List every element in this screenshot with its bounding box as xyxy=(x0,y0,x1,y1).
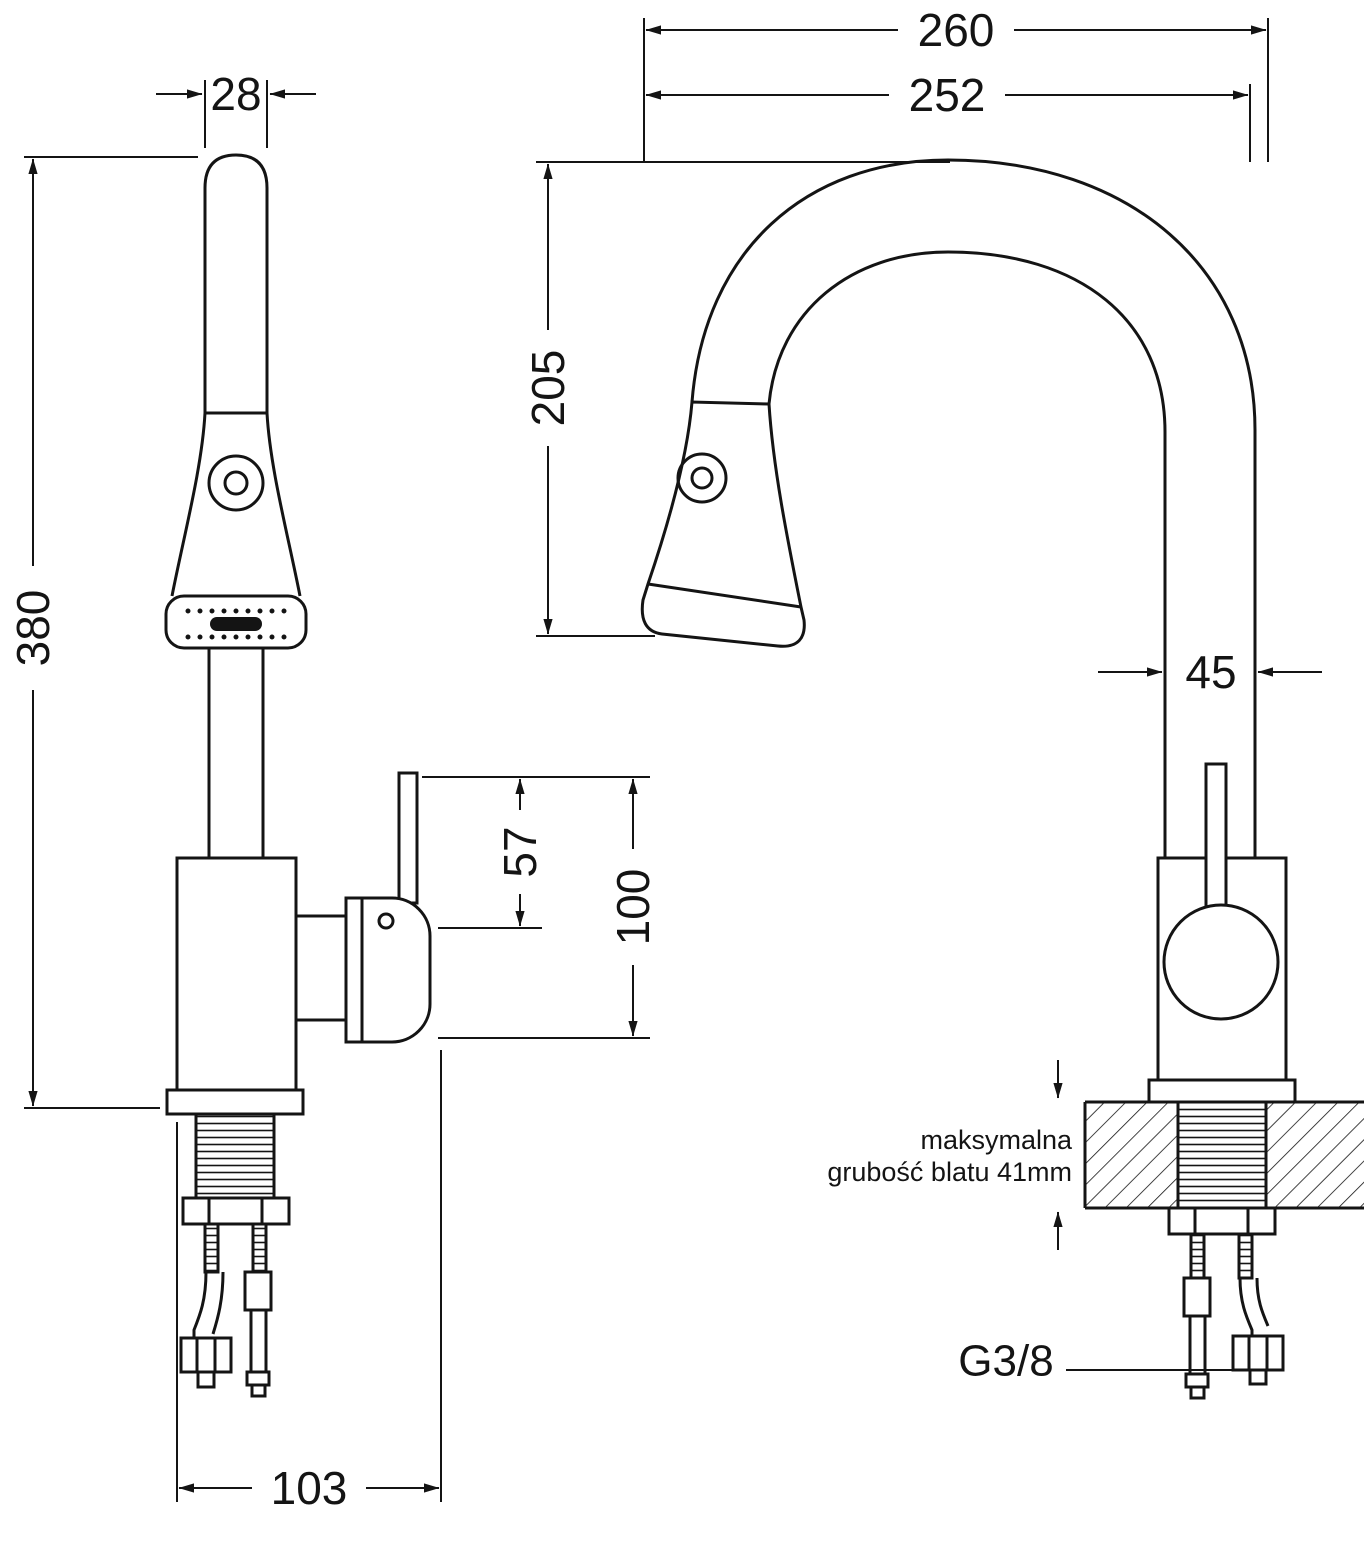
mounting-stud-side-left xyxy=(1189,1232,1206,1280)
front-view: 28 380 57 100 xyxy=(7,68,659,1514)
mounting-bracket-side xyxy=(1167,1206,1277,1236)
mounting-thread-side xyxy=(1176,1100,1268,1210)
dimension-label-body-height: 100 xyxy=(607,869,659,946)
spray-button-side-inner xyxy=(690,466,714,490)
dimension-label-spout-reach: 252 xyxy=(909,69,986,121)
label-thread-size: G3/8 xyxy=(950,1337,1245,1386)
dimension-body-height: 100 xyxy=(438,778,659,1039)
dimension-column-width: 45 xyxy=(1098,646,1322,698)
handle-lever-side xyxy=(1204,762,1228,910)
dimension-spout-reach: 252 xyxy=(645,69,1251,162)
dimension-label-pipe-diameter: 28 xyxy=(210,68,261,120)
dimension-overall-width: 260 xyxy=(643,4,1269,162)
countertop-section xyxy=(1083,1100,1364,1210)
dimension-lever-height: 57 xyxy=(422,776,650,929)
mounting-stud-right xyxy=(251,1222,268,1274)
mounting-thread-front xyxy=(194,1112,276,1200)
faucet-body-front xyxy=(175,856,298,1092)
handle-screw xyxy=(377,912,395,930)
aerator-slot xyxy=(210,617,262,631)
dimension-label-column-width: 45 xyxy=(1185,646,1236,698)
mounting-bracket-front xyxy=(181,1196,291,1226)
dimension-label-total-height: 380 xyxy=(7,590,59,667)
handle-knob-front xyxy=(344,896,432,1044)
supply-hose-straight-front xyxy=(243,1270,273,1398)
base-flange-front xyxy=(165,1088,305,1116)
gooseneck-inner xyxy=(767,250,1167,858)
dimension-base-depth: 103 xyxy=(176,1050,442,1514)
spray-button-inner xyxy=(223,470,249,496)
handle-boss xyxy=(294,914,348,1022)
supply-hose-nut-side xyxy=(1231,1277,1285,1386)
handle-knob-side xyxy=(1162,903,1280,1021)
handle-lever-front xyxy=(397,771,419,905)
supply-hose-nut-front xyxy=(179,1271,233,1389)
spray-head-rim-line xyxy=(647,582,802,609)
dimension-label-overall-width: 260 xyxy=(918,4,995,56)
spray-button-side-outer xyxy=(676,452,728,504)
base-flange-side xyxy=(1147,1078,1297,1104)
supply-hose-straight-side xyxy=(1182,1276,1212,1400)
spray-head-front xyxy=(170,412,207,597)
gooseneck-outer xyxy=(690,158,1257,858)
thread-size-label: G3/8 xyxy=(958,1337,1053,1386)
spray-head-side xyxy=(640,400,806,648)
note-max-countertop-thickness: maksymalna grubość blatu 41mm xyxy=(827,1060,1073,1250)
mounting-stud-left xyxy=(203,1222,220,1274)
spray-button-outer xyxy=(207,454,265,512)
mounting-stud-side-right xyxy=(1237,1232,1254,1280)
spray-head-front-right xyxy=(265,412,302,597)
note-max-thickness-line2: grubość blatu 41mm xyxy=(827,1157,1072,1187)
dimension-spout-height: 205 xyxy=(522,161,950,637)
dimension-pipe-diameter: 28 xyxy=(156,68,316,148)
dimension-label-lever-height: 57 xyxy=(494,826,546,877)
note-max-thickness-line1: maksymalna xyxy=(920,1125,1073,1155)
spout-pipe-front xyxy=(203,153,269,413)
dimension-total-height: 380 xyxy=(7,156,198,1109)
dimension-label-spout-height: 205 xyxy=(522,350,574,427)
side-view: 260 252 205 45 xyxy=(522,4,1364,1400)
dimension-label-base-depth: 103 xyxy=(271,1462,348,1514)
